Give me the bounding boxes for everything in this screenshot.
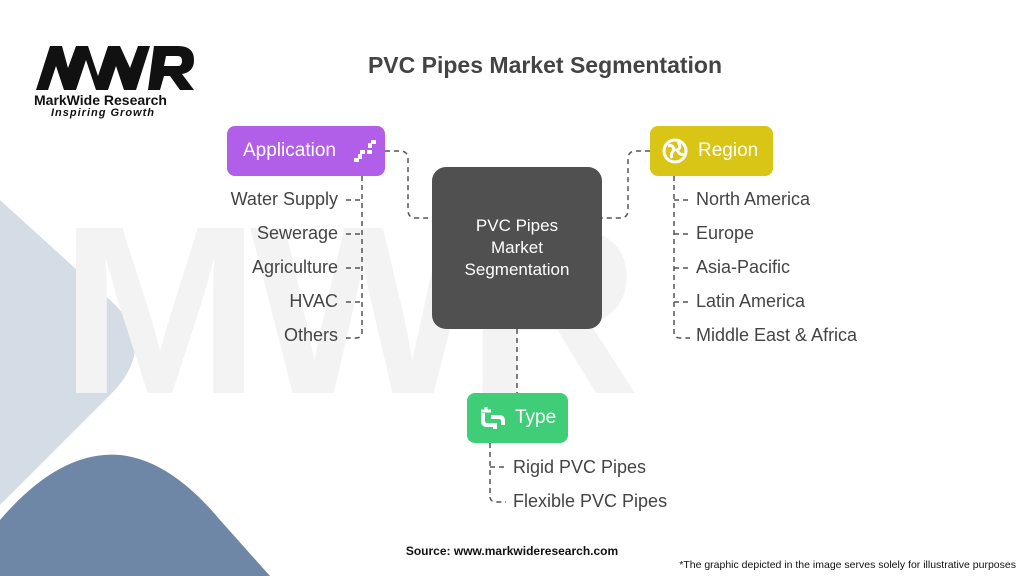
region-label: Region	[698, 140, 759, 161]
brand-tagline: Inspiring Growth	[51, 107, 155, 119]
brand-logo	[36, 46, 194, 90]
region-item: Latin America	[696, 291, 806, 311]
application-item: Water Supply	[230, 189, 338, 209]
globe-icon	[662, 138, 688, 164]
center-node: PVC Pipes Market Segmentation	[432, 167, 602, 329]
type-label: Type	[515, 407, 557, 428]
application-item: Others	[283, 325, 338, 345]
brand-name: MarkWide Research	[34, 92, 167, 108]
type-category: Type	[467, 393, 568, 443]
region-category: Region	[650, 126, 773, 176]
application-label: Application	[243, 140, 336, 161]
region-item: North America	[696, 189, 811, 209]
application-item: HVAC	[289, 291, 338, 311]
pipe-icon	[353, 140, 376, 162]
region-item: Middle East & Africa	[696, 325, 858, 345]
region-item: Asia-Pacific	[696, 257, 791, 277]
region-item: Europe	[696, 223, 755, 243]
disclaimer: *The graphic depicted in the image serve…	[679, 559, 1016, 571]
faucet-icon	[481, 407, 505, 429]
application-item: Agriculture	[251, 257, 338, 277]
source-note: Source: www.markwideresearch.com	[405, 544, 619, 558]
application-item: Sewerage	[256, 223, 338, 243]
type-item: Rigid PVC Pipes	[513, 457, 647, 477]
application-category: Application	[227, 126, 385, 176]
center-label: PVC Pipes Market Segmentation	[464, 216, 570, 279]
type-item: Flexible PVC Pipes	[513, 491, 668, 511]
page-title: PVC Pipes Market Segmentation	[367, 52, 723, 78]
